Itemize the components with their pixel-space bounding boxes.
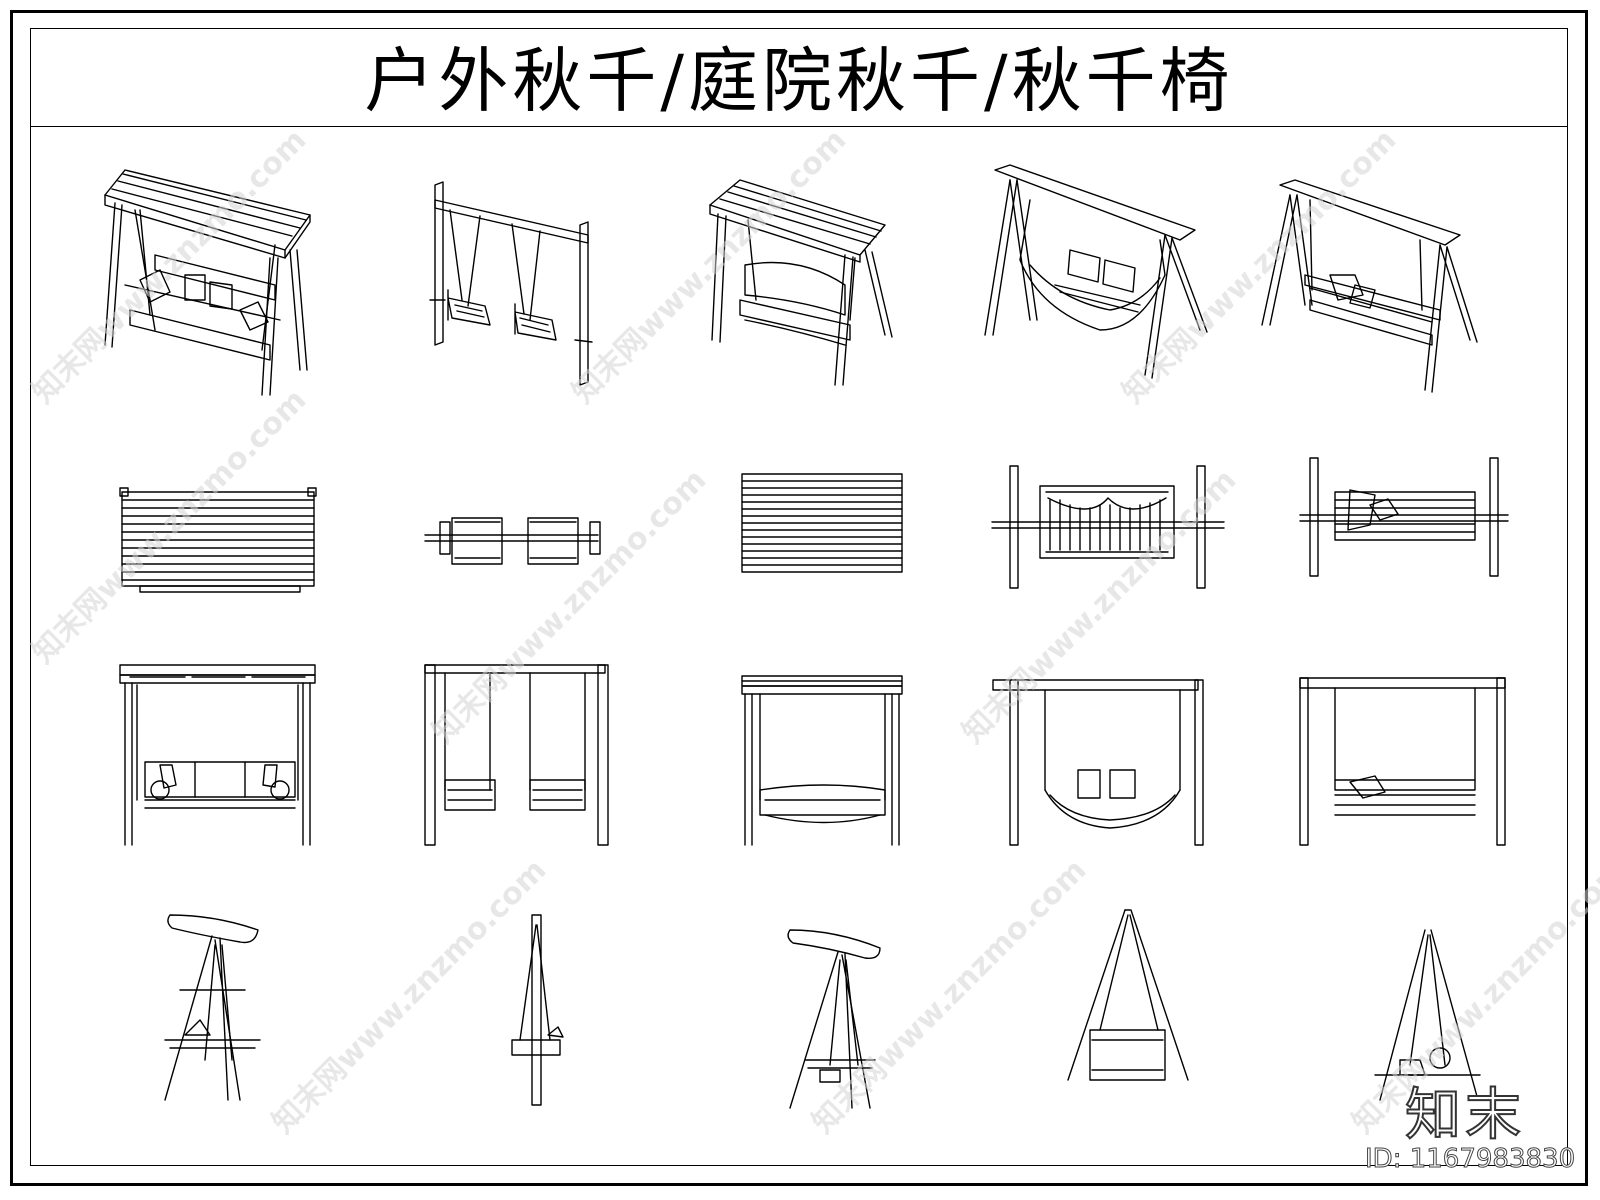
perspective-hammock-swing bbox=[984, 164, 1208, 379]
perspective-double-chair-swing bbox=[429, 181, 593, 386]
sheet-border-inner bbox=[30, 28, 1568, 1166]
side-hammock-swing bbox=[1067, 909, 1189, 1081]
front-bench-swing bbox=[1299, 677, 1506, 846]
plan-double-chair-swing bbox=[424, 517, 601, 565]
side-bench-swing bbox=[1374, 929, 1481, 1101]
perspective-canopy-swing-cushions bbox=[104, 169, 311, 396]
front-canopy-swing-cushions bbox=[119, 664, 316, 846]
front-canopy-swing-sofa bbox=[741, 675, 903, 846]
sheet-border-outer bbox=[10, 10, 1588, 1186]
title-divider bbox=[31, 126, 1567, 127]
watermark-id-label: ID: 1167983830 bbox=[1364, 1144, 1576, 1175]
plan-canopy-swing-cushions bbox=[119, 487, 317, 593]
plan-hammock-swing bbox=[991, 465, 1225, 589]
perspective-canopy-swing-sofa bbox=[709, 179, 893, 386]
front-hammock-swing bbox=[992, 679, 1204, 846]
perspective-bench-swing bbox=[1261, 179, 1478, 393]
side-canopy-swing-sofa bbox=[787, 929, 881, 1109]
watermark-logo: 知末 bbox=[1404, 1082, 1525, 1149]
sheet-title: 户外秋千/庭院秋千/秋千椅 bbox=[364, 40, 1234, 122]
side-double-chair-swing bbox=[511, 914, 564, 1106]
front-double-chair-swing bbox=[424, 664, 609, 846]
side-canopy-swing-cushions bbox=[164, 914, 261, 1101]
plan-bench-swing bbox=[1299, 457, 1509, 577]
plan-canopy-swing-sofa bbox=[741, 473, 903, 573]
